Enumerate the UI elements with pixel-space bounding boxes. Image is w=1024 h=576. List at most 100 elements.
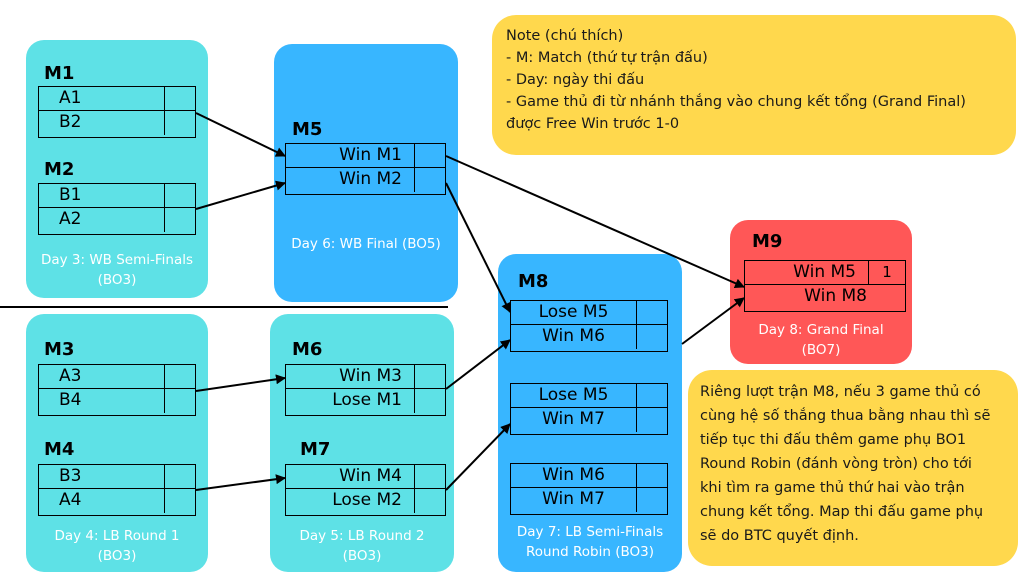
match-slot: Lose M5 (511, 384, 667, 408)
slot-score (415, 489, 445, 513)
legend-note: Note (chú thích) - M: Match (thứ tự trận… (492, 15, 1016, 155)
slot-name: Win M4 (286, 465, 415, 488)
match-slot: Win M7 (511, 488, 667, 512)
slot-score (415, 365, 445, 388)
caption-line: (BO3) (97, 548, 137, 564)
rule-line: cùng hệ số thắng thua bằng nhau thì sẽ (700, 408, 991, 424)
slot-name: Win M7 (511, 408, 637, 432)
slot-name: B1 (39, 184, 165, 207)
connector-m2-m5 (195, 180, 286, 210)
day3-caption: Day 3: WB Semi-Finals (BO3) (26, 250, 208, 290)
slot-score (415, 168, 445, 192)
match-slot: A4 (39, 489, 195, 513)
slot-score (165, 465, 195, 488)
slot-score (637, 301, 667, 324)
caption-line: Round Robin (BO3) (526, 544, 654, 560)
caption-line: Day 5: LB Round 2 (299, 528, 425, 544)
legend-line: - Day: ngày thi đấu (506, 72, 645, 88)
slot-name: Win M6 (511, 325, 637, 349)
slot-score (415, 465, 445, 488)
slot-name: Win M1 (286, 144, 415, 167)
match-label-m8: M8 (518, 271, 549, 292)
rule-line: khi tìm ra game thủ thứ hai vào trận (700, 480, 965, 496)
caption-line: (BO7) (801, 342, 841, 358)
slot-name: Win M6 (511, 464, 637, 487)
slot-score (165, 184, 195, 207)
match-m1: A1 B2 (38, 86, 196, 138)
match-label-m7: M7 (300, 439, 331, 460)
rule-line: tiếp tục thi đấu thêm game phụ BO1 (700, 432, 967, 448)
match-slot: Win M6 (511, 464, 667, 488)
slot-score (165, 208, 195, 232)
match-label-m6: M6 (292, 339, 323, 360)
slot-score: 1 (882, 263, 892, 281)
slot-name: A2 (39, 208, 165, 232)
rule-line: chung kết tổng. Map thi đấu game phụ (700, 504, 984, 520)
day7-panel (498, 254, 682, 572)
day6-panel (274, 44, 458, 302)
match-label-m2: M2 (44, 159, 75, 180)
slot-score (165, 111, 195, 135)
match-slot: Win M3 (286, 365, 445, 389)
match-slot: A2 (39, 208, 195, 232)
match-slot: Win M2 (286, 168, 445, 192)
match-slot: Lose M5 (511, 301, 667, 325)
slot-name: Win M8 (804, 286, 867, 306)
slot-score (637, 464, 667, 487)
match-slot: B4 (39, 389, 195, 413)
match-slot: B1 (39, 184, 195, 208)
match-label-m1: M1 (44, 63, 75, 84)
rule-line: Round Robin (đánh vòng tròn) cho tới (700, 456, 972, 472)
slot-name: A3 (39, 365, 165, 388)
match-label-m5: M5 (292, 119, 323, 140)
day6-caption: Day 6: WB Final (BO5) (274, 234, 458, 254)
legend-line: - M: Match (thứ tự trận đấu) (506, 50, 708, 66)
match-slot: Win M8 (745, 285, 905, 309)
rule-line: Riêng lượt trận M8, nếu 3 game thủ có (700, 384, 981, 400)
connector-m1-m5 (195, 112, 286, 157)
slot-name: B4 (39, 389, 165, 413)
rule-note: Riêng lượt trận M8, nếu 3 game thủ có cù… (688, 370, 1018, 566)
match-slot: Win M4 (286, 465, 445, 489)
slot-score (165, 489, 195, 513)
caption-line: Day 6: WB Final (BO5) (291, 236, 441, 252)
legend-line: - Game thủ đi từ nhánh thắng vào chung k… (506, 94, 966, 110)
match-m8-group-2: Lose M5 Win M7 (510, 383, 668, 435)
match-slot: A3 (39, 365, 195, 389)
match-label-m4: M4 (44, 439, 75, 460)
match-m8-group-1: Lose M5 Win M6 (510, 300, 668, 352)
slot-score (415, 389, 445, 413)
slot-name: B3 (39, 465, 165, 488)
day4-panel (26, 314, 208, 572)
match-m5: Win M1 Win M2 (285, 143, 446, 195)
slot-score (165, 365, 195, 388)
slot-name: Lose M5 (511, 301, 637, 324)
match-slot: Win M1 (286, 144, 445, 168)
slot-score (165, 87, 195, 110)
slot-score (637, 488, 667, 512)
match-slot: Win M7 (511, 408, 667, 432)
slot-score (637, 384, 667, 407)
caption-line: (BO3) (342, 548, 382, 564)
caption-line: (BO3) (97, 272, 137, 288)
match-slot: A1 (39, 87, 195, 111)
slot-name: Lose M2 (286, 489, 415, 513)
day8-panel (730, 220, 912, 364)
slot-score (637, 408, 667, 432)
day5-panel (270, 314, 454, 572)
slot-score (415, 144, 445, 167)
slot-name: A1 (39, 87, 165, 110)
legend-title: Note (chú thích) (506, 28, 624, 44)
match-m4: B3 A4 (38, 464, 196, 516)
slot-name: Win M7 (511, 488, 637, 512)
caption-line: Day 7: LB Semi-Finals (516, 524, 664, 540)
slot-name: B2 (39, 111, 165, 135)
match-m8-group-3: Win M6 Win M7 (510, 463, 668, 515)
match-m3: A3 B4 (38, 364, 196, 416)
caption-line: Day 3: WB Semi-Finals (40, 252, 194, 268)
day8-caption: Day 8: Grand Final (BO7) (730, 320, 912, 360)
slot-score (637, 325, 667, 349)
caption-line: Day 8: Grand Final (758, 322, 884, 338)
